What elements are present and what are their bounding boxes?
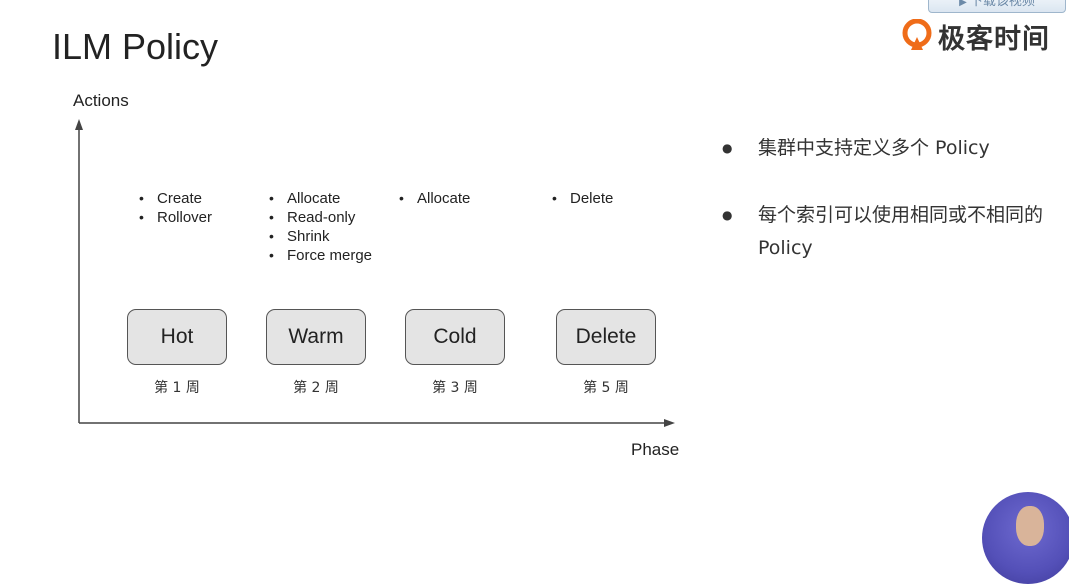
phase-box-delete: Delete (556, 309, 656, 365)
week-label-warm: 第 2 周 (293, 380, 339, 396)
warm-actions-list: Allocate Read-only Shrink Force merge (265, 189, 372, 265)
brand-name: 极客时间 (938, 23, 1050, 55)
action-item: Shrink (265, 227, 372, 246)
key-point: 集群中支持定义多个 Policy (722, 132, 1052, 165)
action-item: Allocate (265, 189, 372, 208)
y-axis-arrow (75, 119, 83, 130)
week-label-delete: 第 5 周 (583, 380, 629, 396)
action-item: Force merge (265, 246, 372, 265)
phase-box-hot: Hot (127, 309, 227, 365)
phase-box-warm: Warm (266, 309, 366, 365)
geektime-logo-icon (902, 19, 932, 50)
presenter-avatar (982, 492, 1069, 584)
download-video-button[interactable]: ▶下载该视频 (928, 0, 1066, 13)
cold-actions-list: Allocate (395, 189, 470, 208)
download-video-label: 下载该视频 (969, 0, 1035, 9)
action-item: Rollover (135, 208, 212, 227)
week-label-cold: 第 3 周 (432, 380, 478, 396)
key-point: 每个索引可以使用相同或不相同的 Policy (722, 199, 1052, 265)
week-label-hot: 第 1 周 (154, 380, 200, 396)
diagram-axes (75, 119, 675, 427)
presenter-face (1016, 506, 1044, 546)
delete-actions-list: Delete (548, 189, 613, 208)
action-item: Delete (548, 189, 613, 208)
page-title: ILM Policy (52, 26, 219, 67)
y-axis-label: Actions (73, 91, 129, 110)
action-item: Create (135, 189, 212, 208)
play-icon: ▶ (959, 0, 967, 8)
brand-logo: 极客时间 (902, 18, 1050, 55)
phase-box-cold: Cold (405, 309, 505, 365)
action-item: Allocate (395, 189, 470, 208)
x-axis-arrow (664, 419, 675, 427)
x-axis-label: Phase (631, 440, 680, 459)
hot-actions-list: Create Rollover (135, 189, 212, 227)
action-item: Read-only (265, 208, 372, 227)
key-points-list: 集群中支持定义多个 Policy 每个索引可以使用相同或不相同的 Policy (722, 132, 1052, 265)
